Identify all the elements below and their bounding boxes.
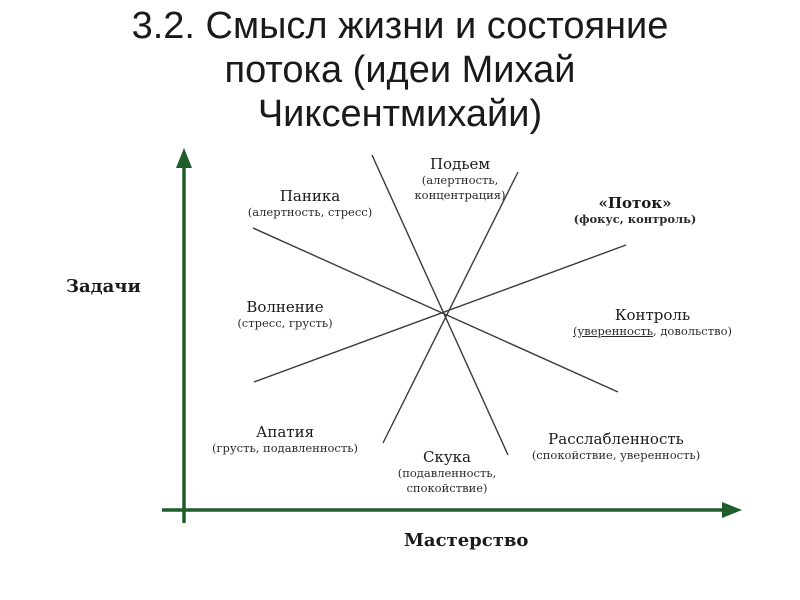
divider-line-shallow-down — [252, 227, 619, 393]
zone-control-desc-a: (уверенность — [573, 324, 654, 338]
divider-line-steep-right — [382, 171, 519, 444]
zone-worry: Волнение (стресс, грусть) — [225, 298, 345, 331]
zone-worry-desc: (стресс, грусть) — [237, 316, 333, 330]
zone-arousal-name: Подьем — [429, 155, 491, 173]
zone-flow: «Поток» (фокус, контроль) — [560, 194, 710, 227]
zone-boredom-desc-1: (подавленность, — [397, 466, 497, 480]
zone-control-name: Контроль — [614, 306, 691, 324]
y-axis-label: Задачи — [66, 276, 141, 297]
zone-control-desc: (уверенность, довольство) — [570, 324, 735, 339]
zone-panic: Паника (алертность, стресс) — [240, 187, 380, 220]
title-line-1: 3.2. Смысл жизни и состояние — [131, 5, 669, 47]
title-line-3: Чиксентмихайи) — [257, 93, 543, 135]
zone-relaxation: Расслабленность (спокойствие, уверенност… — [530, 430, 702, 463]
divider-line-shallow-up — [253, 244, 627, 383]
zone-boredom-desc-2: спокойствие) — [406, 481, 488, 495]
divider-line-steep-left — [371, 154, 509, 456]
zone-relaxation-name: Расслабленность — [548, 430, 684, 448]
zone-boredom-name: Скука — [423, 448, 471, 466]
zone-worry-name: Волнение — [246, 298, 324, 316]
zone-control: Контроль (уверенность, довольство) — [570, 306, 735, 339]
zone-panic-name: Паника — [279, 187, 341, 205]
zone-arousal-desc-2: концентрация) — [414, 188, 506, 202]
zone-control-desc-b: , довольство) — [653, 324, 732, 338]
slide-title: 3.2. Смысл жизни и состояние потока (иде… — [0, 4, 800, 136]
zone-apathy: Апатия (грусть, подавленность) — [210, 423, 360, 456]
x-axis-label: Мастерство — [404, 530, 529, 551]
zone-flow-desc: (фокус, контроль) — [573, 212, 697, 226]
zone-arousal-desc-1: (алертность, — [421, 173, 499, 187]
zone-apathy-desc: (грусть, подавленность) — [212, 441, 358, 455]
zone-boredom: Скука (подавленность, спокойствие) — [392, 448, 502, 496]
zone-apathy-name: Апатия — [255, 423, 315, 441]
y-axis-arrow — [176, 148, 192, 168]
x-axis-arrow — [722, 502, 742, 518]
zone-flow-name: «Поток» — [598, 194, 672, 212]
zone-relaxation-desc: (спокойствие, уверенность) — [531, 448, 701, 462]
zone-panic-desc: (алертность, стресс) — [247, 205, 373, 219]
title-line-2: потока (идеи Михай — [224, 49, 576, 91]
zone-arousal: Подьем (алертность, концентрация) — [400, 155, 520, 203]
